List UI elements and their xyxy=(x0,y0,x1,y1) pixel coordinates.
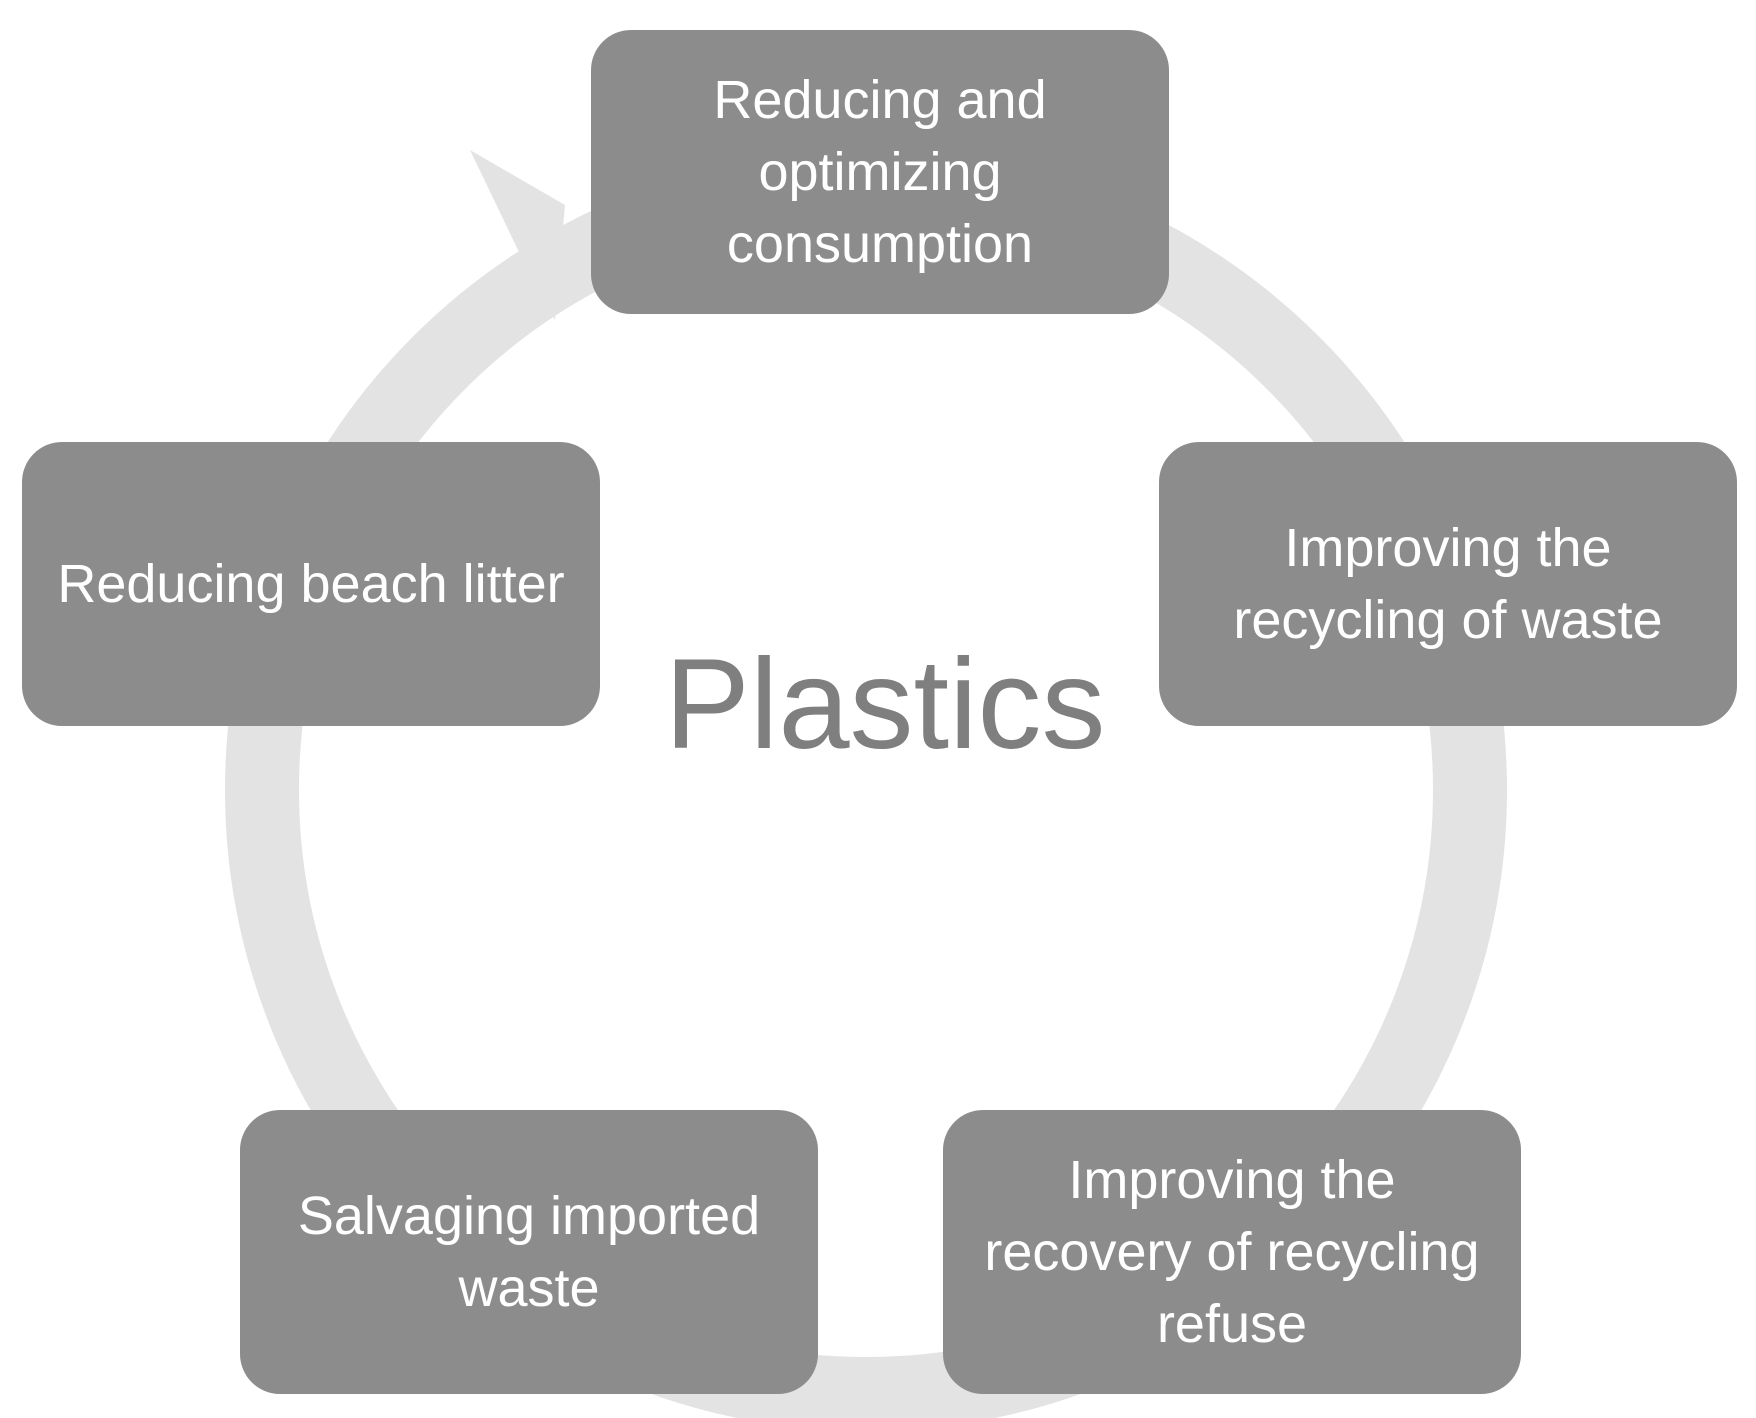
step-label: Reducing beach litter xyxy=(57,554,565,614)
step-improving-recycling: Improving the recycling of waste xyxy=(1159,442,1737,726)
step-salvaging-imported: Salvaging imported waste xyxy=(240,1110,818,1394)
step-label: Reducing and optimizing consumption xyxy=(713,70,1047,274)
step-reducing-consumption: Reducing and optimizing consumption xyxy=(591,30,1169,314)
step-label: Improving the recovery of recycling refu… xyxy=(984,1150,1480,1354)
step-label: Improving the recycling of waste xyxy=(1233,518,1663,650)
step-improving-recovery: Improving the recovery of recycling refu… xyxy=(943,1110,1521,1394)
center-title: Plastics xyxy=(664,633,1106,776)
step-label: Salvaging imported waste xyxy=(297,1186,761,1318)
step-reducing-beach-litter: Reducing beach litter xyxy=(22,442,600,726)
arrowhead-icon xyxy=(470,150,565,320)
